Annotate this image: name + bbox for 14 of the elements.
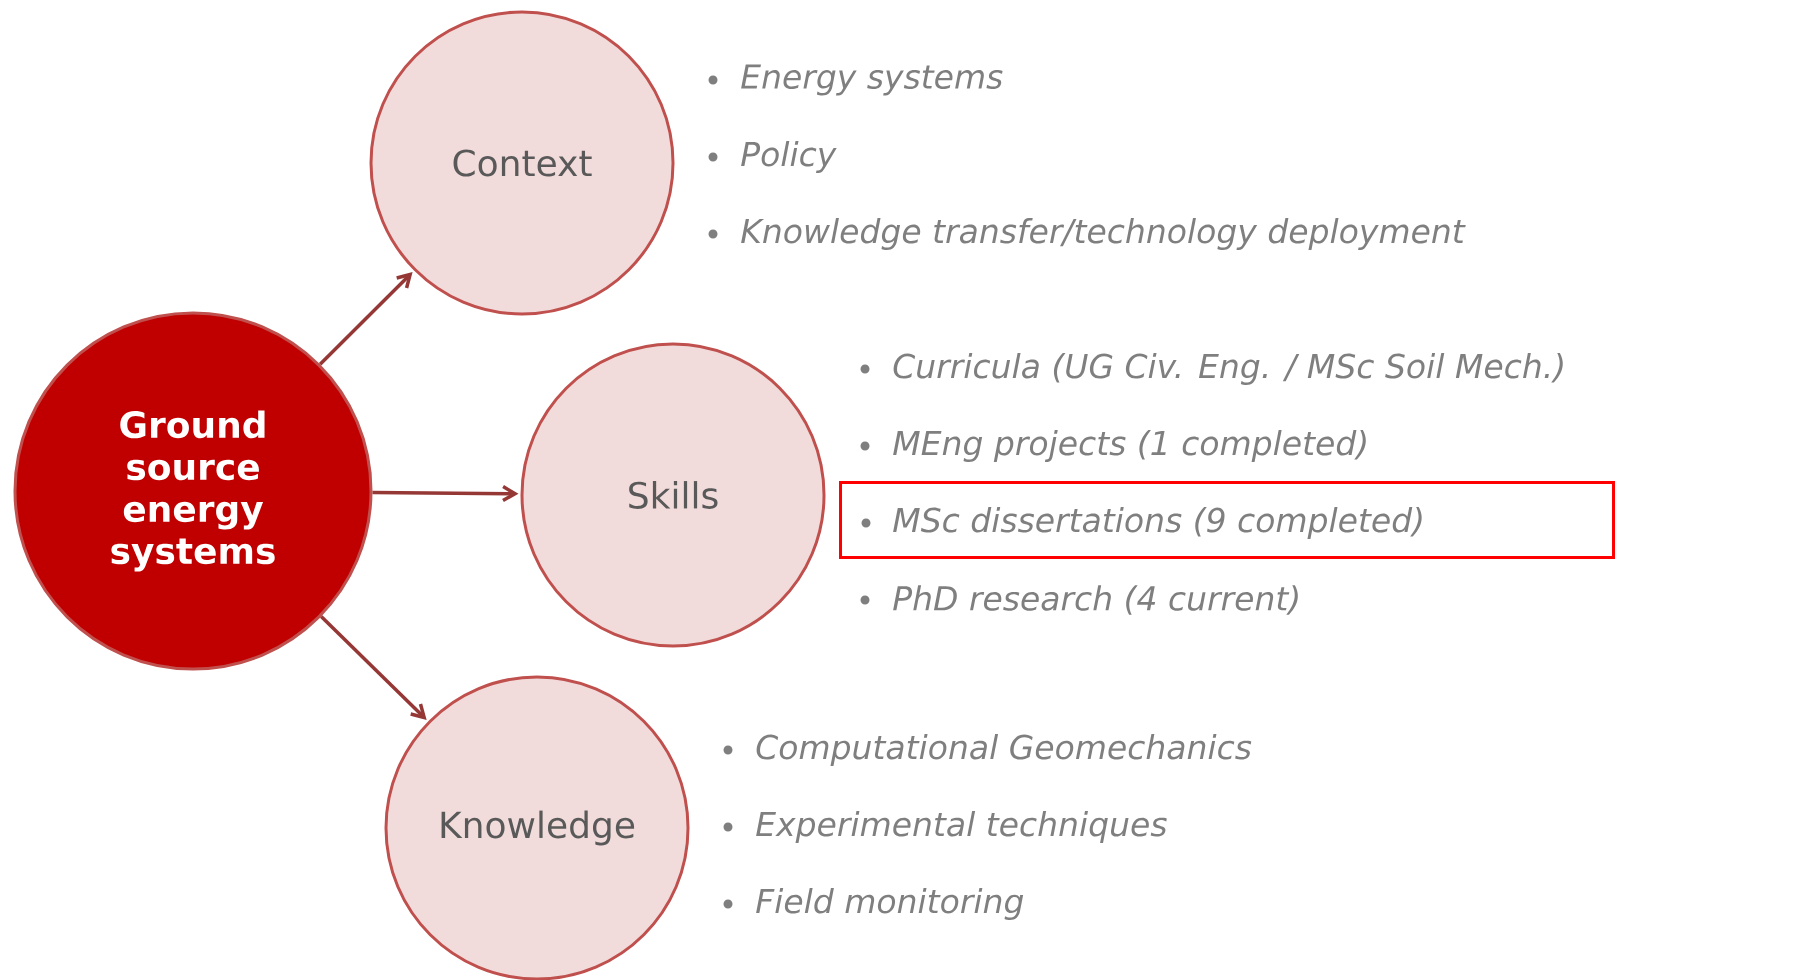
arrow: [372, 485, 519, 503]
list-item: Knowledge transfer/technology deployment: [741, 218, 1466, 250]
list-item: PhD research (4 current): [893, 585, 1298, 615]
list-item: Curricula (UG Civ. Eng. / MSc Soil Mech.): [893, 353, 1563, 385]
list-item: Energy systems: [741, 64, 1003, 96]
list-item: Experimental techniques: [756, 811, 1167, 843]
highlight-box: [839, 481, 1615, 559]
arrow: [318, 272, 413, 366]
arrow: [320, 615, 427, 720]
list-item: Policy: [741, 141, 837, 173]
list-item: MSc dissertations (9 completed): [893, 507, 1422, 539]
list-item: MEng projects (1 completed): [893, 430, 1366, 462]
list-item: Computational Geomechanics: [756, 734, 1252, 766]
list-item: Field monitoring: [756, 888, 1024, 920]
